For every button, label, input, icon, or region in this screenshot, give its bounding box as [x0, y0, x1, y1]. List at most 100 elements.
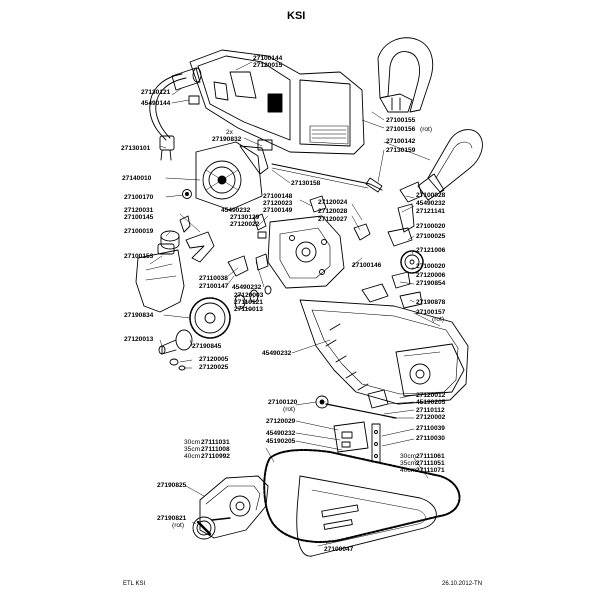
size-label: 40cm	[184, 453, 201, 460]
motor	[195, 139, 273, 211]
part-label: 45490232	[232, 284, 262, 291]
size-label: 35cm	[184, 446, 201, 453]
part-label: 27120013	[124, 336, 154, 343]
footer-left: ETL KSI	[123, 581, 146, 587]
cord-clamp	[188, 95, 200, 105]
adjuster-plate	[333, 421, 369, 453]
part-label: 27120028	[318, 208, 348, 215]
part-label: 45190205	[266, 438, 296, 445]
part-label: 27190832	[212, 136, 242, 143]
part-label: 45490232	[266, 430, 296, 437]
part-label: 27130129	[230, 214, 260, 221]
part-label: 27100020	[416, 223, 446, 230]
brake-spring	[387, 227, 413, 247]
part-label: 27110039	[416, 425, 445, 432]
gear-small	[182, 189, 192, 199]
part-label: 27190821	[157, 515, 187, 522]
tensioner	[391, 271, 411, 289]
part-label: 27100145	[124, 214, 154, 221]
tension-bolt	[325, 403, 397, 419]
part-label: 27100020	[416, 263, 446, 270]
cover-knob	[192, 516, 216, 540]
part-label: 27100047	[324, 546, 354, 553]
part-label: 27100157	[416, 309, 446, 316]
part-label: 27111061	[416, 453, 445, 460]
sprocket-cover	[199, 475, 269, 539]
part-label: 27110992	[201, 453, 230, 460]
quantity-note: 2x	[226, 129, 233, 136]
part-label: 27120024	[318, 199, 348, 206]
color-note: (rot)	[432, 316, 445, 323]
part-label: 27110112	[416, 407, 445, 414]
part-label: 27100146	[352, 262, 382, 269]
part-label: 45490232	[416, 200, 446, 207]
clip	[179, 215, 191, 233]
gear-housing	[267, 195, 345, 289]
part-label: 27100120	[268, 399, 298, 406]
part-label: 27100028	[416, 192, 446, 199]
hand-guard	[417, 129, 483, 201]
part-label: 27111051	[416, 460, 445, 467]
color-note: (rot)	[172, 522, 185, 529]
part-label: 27100148	[263, 193, 293, 200]
part-label: 27120003	[234, 292, 264, 299]
part-label: 27111008	[201, 446, 230, 453]
size-label: 30cm	[184, 439, 201, 446]
part-label: 27100142	[386, 138, 416, 145]
part-label: 27190825	[157, 482, 187, 489]
brake-gear	[400, 250, 424, 274]
part-label: 45490144	[141, 100, 171, 107]
part-label: 27110038	[199, 275, 228, 282]
leader-lines	[149, 61, 441, 545]
part-label: 27120006	[416, 272, 446, 279]
tension-nut	[367, 389, 389, 409]
front-handle	[377, 37, 434, 113]
size-label: 35cm	[400, 460, 417, 467]
washer-4	[169, 358, 179, 366]
oil-cap	[160, 230, 180, 242]
guide-bar	[296, 475, 437, 557]
motor-housing	[189, 49, 365, 155]
part-label: 27100156	[386, 126, 416, 133]
part-label: 27130159	[386, 147, 416, 154]
clamp-bracket	[361, 283, 389, 303]
diagram-title: KSI	[287, 10, 306, 22]
color-note: (rot)	[283, 406, 296, 413]
switch-rod-2	[271, 167, 369, 189]
cord-grommet	[171, 67, 202, 91]
part-label: 27130121	[141, 89, 171, 96]
power-cord	[149, 73, 187, 161]
nut-plate	[399, 291, 423, 309]
part-label: 27100144	[253, 55, 283, 62]
footer-right: 26.10.2012-TN	[442, 581, 483, 587]
part-label: 27120012	[416, 392, 446, 399]
size-label: 40cm	[400, 467, 417, 474]
part-label: 27121006	[416, 247, 446, 254]
part-label: 27100019	[124, 228, 154, 235]
part-label: 45490232	[262, 350, 292, 357]
part-label: 27120002	[416, 414, 446, 421]
washer-3	[264, 285, 272, 295]
color-note: (rot)	[420, 126, 433, 133]
oil-pump	[227, 255, 249, 277]
switch-rod	[271, 163, 383, 191]
part-label: 27100025	[416, 233, 446, 240]
sprocket	[158, 329, 193, 355]
part-label: 27140010	[122, 175, 152, 182]
part-label: 45490232	[221, 207, 251, 214]
part-label: 27190854	[416, 280, 446, 287]
part-label: 27120015	[253, 62, 283, 69]
part-label: 27190834	[124, 312, 154, 319]
oil-tank	[135, 243, 185, 313]
part-label: 27120022	[230, 221, 260, 228]
spring-clip	[353, 223, 371, 241]
part-label: 27120031	[124, 207, 154, 214]
main-body	[299, 299, 469, 405]
adjuster-strip	[371, 423, 381, 463]
part-label: 27120027	[318, 216, 348, 223]
part-label: 27190878	[416, 299, 446, 306]
part-label: 27120029	[266, 418, 296, 425]
part-label: 27120025	[199, 364, 229, 371]
part-label: 27100149	[263, 207, 293, 214]
